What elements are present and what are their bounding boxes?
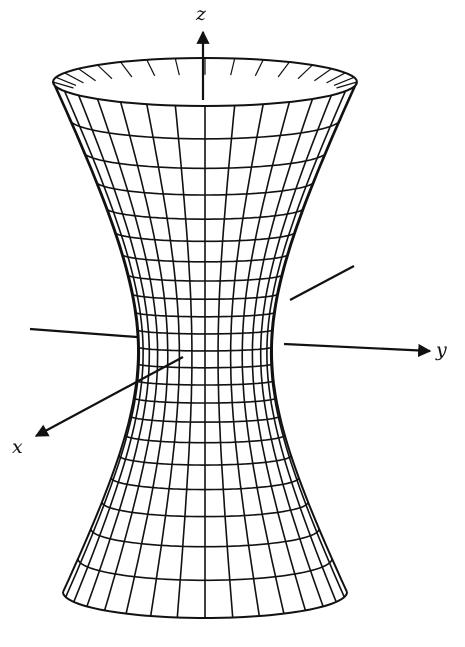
y-axis-label: y	[435, 339, 447, 361]
surface-meridian	[55, 86, 141, 598]
surface-inner-meridian	[333, 76, 355, 86]
surface-meridian	[63, 90, 144, 603]
surface-meridian	[217, 105, 236, 618]
surface-meridian	[251, 98, 314, 611]
surface-meridian	[241, 101, 291, 614]
hyperboloid-surface	[51, 56, 358, 619]
surface-meridian	[271, 81, 358, 593]
y-axis	[283, 342, 432, 358]
axes-front	[34, 30, 432, 437]
axes-back	[29, 265, 355, 340]
surface-meridian	[52, 81, 139, 593]
x-axis	[34, 356, 184, 437]
surface-meridian	[229, 104, 264, 617]
surface-inner-meridian	[230, 58, 236, 76]
y-axis-negative	[29, 327, 151, 340]
surface-inner-meridian	[326, 72, 346, 84]
surface-meridian	[269, 86, 355, 598]
surface-meridian	[174, 105, 193, 618]
surface-meridian	[77, 95, 151, 607]
x-axis-positive-back	[289, 265, 355, 301]
surface-inner-meridian	[55, 76, 77, 86]
z-axis-label: z	[195, 3, 207, 25]
surface-inner-meridian	[336, 81, 358, 89]
surface-inner-meridian	[146, 59, 156, 77]
surface-inner-meridian	[277, 61, 290, 78]
surface-inner-meridian	[254, 59, 264, 77]
surface-inner-meridian	[120, 61, 133, 78]
surface-inner-meridian	[52, 81, 74, 89]
surface-meridian	[259, 95, 333, 607]
surface-inner-meridian	[314, 68, 332, 82]
surface-meridian	[119, 101, 169, 614]
surface-inner-meridian	[97, 64, 113, 80]
surface-inner-meridian	[174, 58, 180, 76]
surface-inner-meridian	[64, 72, 84, 84]
x-axis-label: x	[12, 436, 23, 458]
surface-inner-meridian	[297, 64, 313, 80]
surface-meridian	[266, 90, 347, 603]
surface-inner-meridian	[78, 68, 96, 82]
surface-meridian	[96, 98, 159, 611]
surface-meridian	[146, 104, 181, 617]
